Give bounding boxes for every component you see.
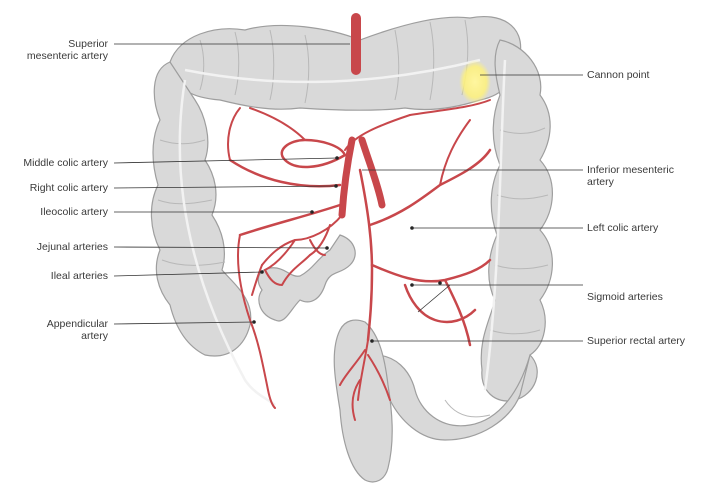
- label-left-colic-artery: Left colic artery: [587, 222, 658, 234]
- label-inferior-mesenteric-artery: Inferior mesenteric artery: [587, 164, 674, 188]
- label-ileocolic-artery: Ileocolic artery: [40, 206, 108, 218]
- label-jejunal-arteries: Jejunal arteries: [37, 241, 108, 253]
- colon: [151, 17, 552, 482]
- label-cannon-point: Cannon point: [587, 69, 649, 81]
- appendicular-branch: [250, 320, 275, 408]
- cannon-point-highlight: [459, 60, 491, 104]
- label-superior-mesenteric-artery: Superior mesenteric artery: [27, 38, 108, 62]
- ascending-colon: [151, 62, 250, 356]
- label-sigmoid-arteries: Sigmoid arteries: [587, 291, 663, 303]
- middle-colic-branch: [282, 140, 345, 167]
- label-middle-colic-artery: Middle colic artery: [23, 157, 108, 169]
- label-appendicular-artery: Appendicular artery: [47, 318, 108, 342]
- label-right-colic-artery: Right colic artery: [30, 182, 108, 194]
- label-superior-rectal-artery: Superior rectal artery: [587, 335, 685, 347]
- rectum: [334, 320, 392, 482]
- sigmoid-branches: [372, 260, 490, 345]
- label-ileal-arteries: Ileal arteries: [51, 270, 108, 282]
- ima-continuation: [360, 170, 372, 340]
- left-colic-branch: [370, 150, 490, 225]
